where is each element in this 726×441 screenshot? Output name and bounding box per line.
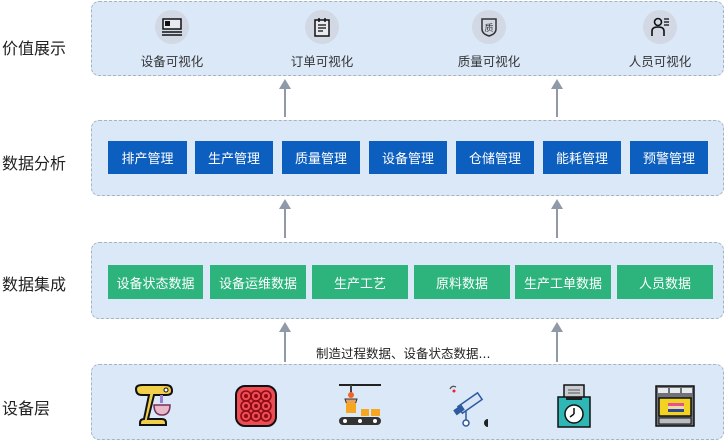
analysis-item-energy[interactable]: 能耗管理 [543, 141, 621, 174]
vis-item-order[interactable]: 订单可视化 [267, 10, 377, 70]
integration-item-equipment-maintenance[interactable]: 设备运维数据 [210, 265, 306, 299]
baking-tray-icon [235, 385, 277, 427]
device-panel [91, 364, 724, 440]
oven-icon [655, 385, 695, 427]
vis-label: 设备可视化 [140, 54, 204, 69]
arrow-up-icon [279, 322, 291, 362]
arrow-up-icon [279, 199, 291, 238]
integration-panel: 设备状态数据 设备运维数据 生产工艺 原料数据 生产工单数据 人员数据 [91, 242, 724, 319]
analysis-item-scheduling[interactable]: 排产管理 [108, 141, 187, 174]
arrow-up-icon [279, 79, 291, 117]
analysis-panel: 排产管理 生产管理 质量管理 设备管理 仓储管理 能耗管理 预警管理 [91, 120, 724, 196]
device-screen-icon [155, 10, 189, 44]
integration-item-equipment-status[interactable]: 设备状态数据 [108, 265, 203, 299]
integration-item-work-order[interactable]: 生产工单数据 [515, 265, 611, 299]
svg-text:质: 质 [484, 22, 493, 34]
quality-shield-icon: 质 [472, 10, 506, 44]
arrow-up-icon [551, 199, 563, 238]
integration-item-process[interactable]: 生产工艺 [312, 265, 408, 299]
arrow-up-icon [551, 322, 563, 362]
person-list-icon [643, 10, 677, 44]
integration-item-personnel[interactable]: 人员数据 [617, 265, 713, 299]
assembly-line-robot-icon [339, 384, 381, 425]
integration-item-material[interactable]: 原料数据 [414, 265, 510, 299]
satellite-dish-icon [449, 385, 488, 427]
vis-item-device[interactable]: 设备可视化 [117, 10, 227, 70]
data-flow-caption: 制造过程数据、设备状态数据... [316, 346, 491, 361]
vis-item-quality[interactable]: 质 质量可视化 [434, 10, 544, 70]
layer-label-analysis: 数据分析 [2, 154, 67, 173]
analysis-item-warehouse[interactable]: 仓储管理 [456, 141, 534, 174]
layer-label-integration: 数据集成 [2, 275, 67, 294]
vis-label: 质量可视化 [457, 54, 521, 69]
stand-mixer-icon [134, 384, 174, 426]
layer-label-value: 价值展示 [2, 39, 67, 58]
arrow-up-icon [551, 79, 563, 117]
time-clock-icon [557, 384, 591, 428]
analysis-item-alert[interactable]: 预警管理 [630, 141, 708, 174]
vis-label: 订单可视化 [290, 54, 354, 69]
analysis-item-production[interactable]: 生产管理 [195, 141, 273, 174]
vis-label: 人员可视化 [628, 54, 692, 69]
layer-label-device: 设备层 [2, 399, 51, 418]
notepad-icon [305, 10, 339, 44]
vis-item-personnel[interactable]: 人员可视化 [605, 10, 715, 70]
value-panel: 设备可视化 订单可视化 质 质量可视化 人员可视化 [91, 1, 724, 76]
analysis-item-equipment[interactable]: 设备管理 [369, 141, 447, 174]
analysis-item-quality[interactable]: 质量管理 [282, 141, 360, 174]
